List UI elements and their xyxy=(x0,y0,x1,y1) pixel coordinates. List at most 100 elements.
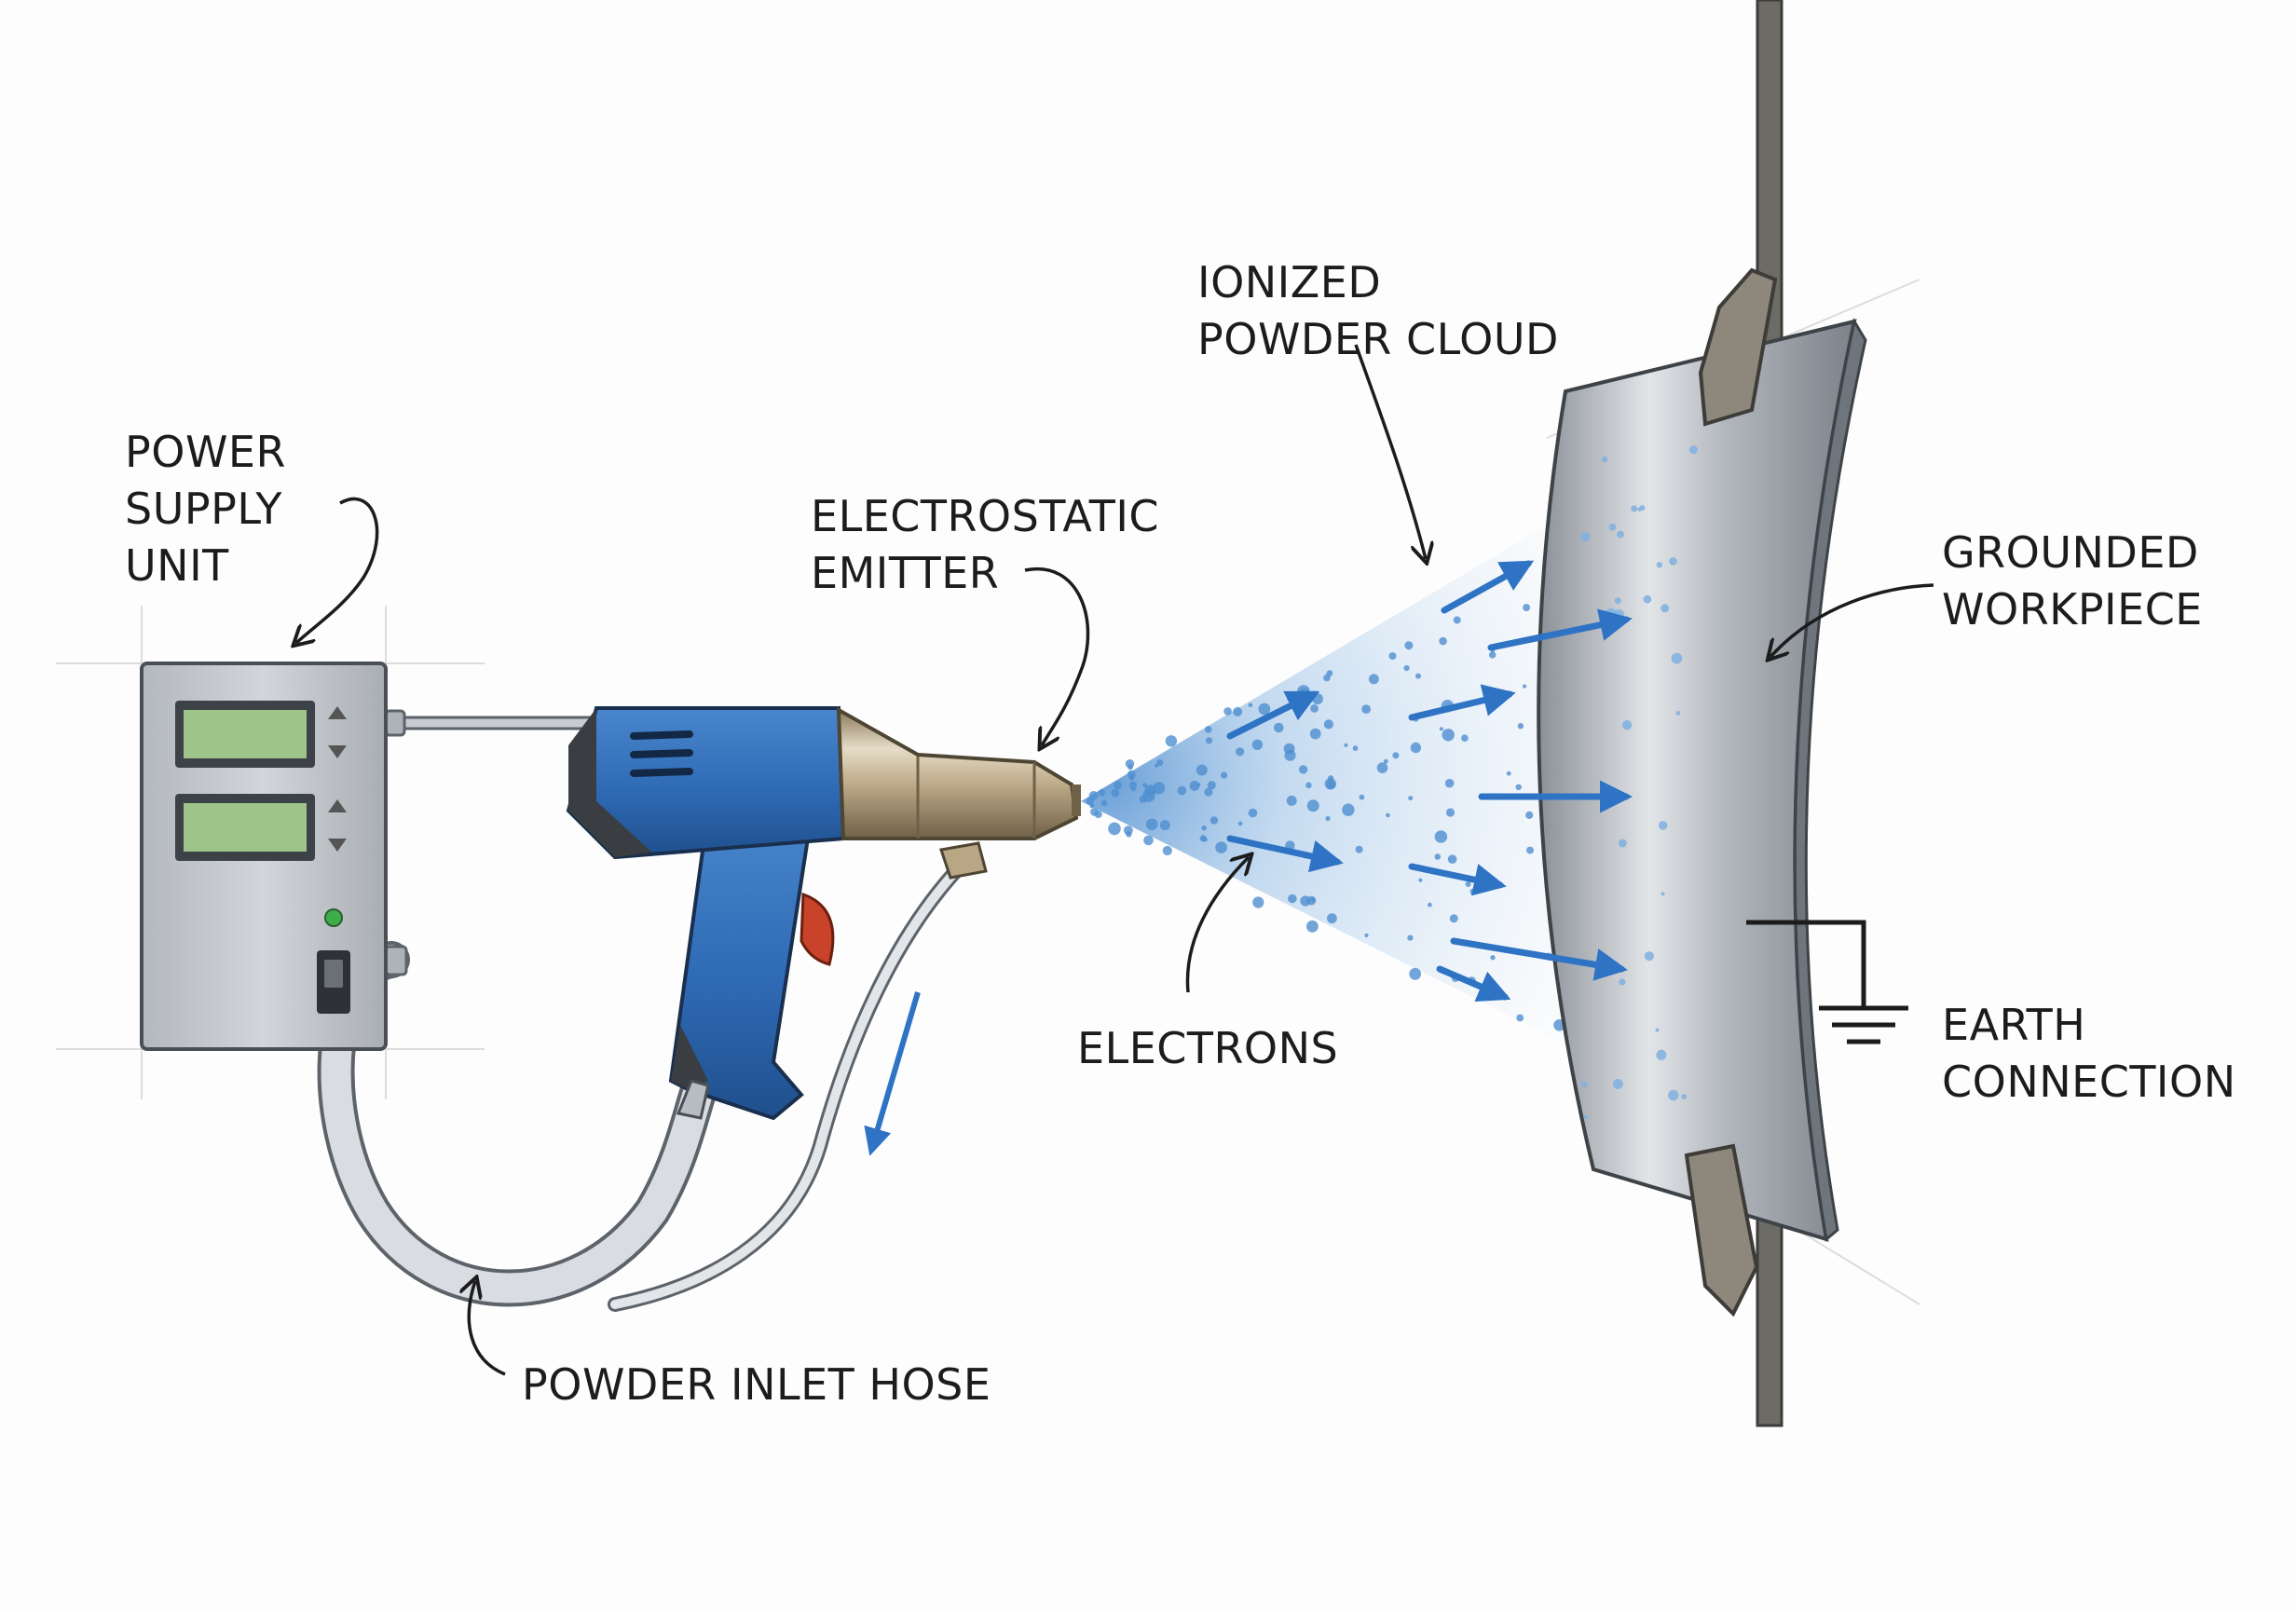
powder-particle xyxy=(1449,914,1458,923)
powder-particle xyxy=(1325,815,1331,822)
powder-particle xyxy=(1444,778,1455,788)
powder-particle xyxy=(1461,734,1469,742)
powder-particle xyxy=(1300,895,1311,907)
powder-particle xyxy=(1309,728,1321,740)
powder-particle xyxy=(1153,782,1166,795)
powder-particle xyxy=(1143,835,1154,846)
powder-particle xyxy=(1344,743,1348,747)
powder-particle xyxy=(1089,803,1095,809)
powder-particle xyxy=(1523,684,1527,689)
deposited-particle xyxy=(1660,604,1670,613)
powder-particle xyxy=(1114,781,1122,790)
powder-particle xyxy=(1288,894,1297,904)
powder-particle xyxy=(1442,729,1455,742)
powder-particle xyxy=(1323,719,1333,730)
emitter-tip xyxy=(1072,785,1081,816)
deposited-particle xyxy=(1614,597,1621,605)
deposited-particle xyxy=(1675,711,1681,716)
deposited-particle xyxy=(1669,557,1677,566)
powder-particle xyxy=(1516,1014,1524,1022)
field-arrow xyxy=(1436,965,1511,1003)
powder-particle xyxy=(1207,781,1216,790)
deposited-particle xyxy=(1688,445,1698,455)
powder-particle xyxy=(1403,665,1410,672)
powder-hose xyxy=(321,945,714,1303)
powder-particle xyxy=(1409,967,1422,980)
body-edge xyxy=(568,801,652,857)
powder-particle xyxy=(1306,799,1319,812)
powder-particle xyxy=(1286,795,1297,806)
powder-particle xyxy=(1204,726,1212,733)
powder-particle xyxy=(1515,784,1522,790)
label-electrons: ELECTRONS xyxy=(1077,1023,1339,1073)
powder-particle xyxy=(1201,825,1207,831)
deposited-particle xyxy=(1644,951,1654,962)
up-down-arrow-icon[interactable] xyxy=(328,706,347,758)
powder-particle xyxy=(1086,797,1095,805)
powder-particle xyxy=(1506,771,1511,776)
powder-particle xyxy=(1310,704,1319,713)
deposited-particle xyxy=(1643,594,1652,604)
powder-particle xyxy=(1305,782,1312,789)
powder-particle xyxy=(1145,818,1158,831)
field-arrow xyxy=(1487,608,1633,651)
power-supply-box xyxy=(140,662,388,1051)
field-arrows xyxy=(1226,560,1633,1003)
label-grounded-workpiece: GROUNDED WORKPIECE xyxy=(1942,527,2203,634)
powder-particle xyxy=(1139,795,1147,803)
bottom-clamp xyxy=(1684,1143,1759,1317)
powder-particle xyxy=(1355,845,1363,853)
field-arrow xyxy=(1226,835,1344,873)
field-arrow xyxy=(1441,560,1535,614)
powder-particle xyxy=(1094,810,1102,819)
deposited-particle xyxy=(1580,532,1591,542)
powder-particle xyxy=(1327,913,1337,924)
powder-particle xyxy=(1236,747,1245,757)
label-ionized-powder-cloud: IONIZED POWDER CLOUD xyxy=(1197,257,1559,364)
powder-particle xyxy=(1142,783,1148,788)
cable-connector xyxy=(384,709,406,737)
nozzle-hose xyxy=(610,853,974,1309)
powder-particle xyxy=(1526,846,1534,854)
vent-slots xyxy=(630,730,693,777)
powder-particle xyxy=(1326,780,1336,790)
powder-particle xyxy=(1196,764,1208,776)
powder-particle xyxy=(1434,853,1442,860)
deposited-particle xyxy=(1658,821,1668,830)
field-arrow xyxy=(1408,684,1516,721)
powder-particle xyxy=(1410,742,1422,754)
deposited-particle xyxy=(1656,562,1663,568)
deposited-particle xyxy=(1619,978,1626,986)
powder-particle xyxy=(1439,727,1443,731)
powder-particle xyxy=(1364,933,1369,938)
powder-particle xyxy=(1328,775,1334,782)
deposited-particle xyxy=(1583,1114,1588,1120)
powder-particle xyxy=(1199,835,1207,842)
powder-particle xyxy=(1248,703,1253,708)
powder-particle xyxy=(1525,811,1534,820)
powder-particle xyxy=(1258,703,1271,716)
hose-fitting xyxy=(676,1079,710,1120)
toggle-switch-icon[interactable] xyxy=(317,950,350,1014)
powder-particle xyxy=(1237,821,1243,826)
electrostatic-emitter-nozzle xyxy=(836,706,1079,840)
deposited-particle xyxy=(1681,1094,1688,1099)
powder-particle xyxy=(1408,796,1414,801)
grip-cap xyxy=(671,1025,708,1090)
powder-particle xyxy=(1439,636,1447,646)
deposited-particle xyxy=(1618,839,1627,848)
deposited-particle xyxy=(1631,505,1638,512)
deposited-particle xyxy=(1608,523,1617,531)
deposited-particle xyxy=(1617,530,1624,539)
powder-particle xyxy=(1177,785,1187,796)
up-down-arrow-icon[interactable] xyxy=(328,799,347,852)
powder-particle xyxy=(1206,737,1213,744)
deposited-particle xyxy=(1621,720,1633,730)
grounded-workpiece xyxy=(1537,267,1867,1317)
deposited-particle xyxy=(1668,1089,1679,1101)
label-electrostatic-emitter: ELECTROSTATIC EMITTER xyxy=(811,491,1160,598)
powder-particle xyxy=(1445,808,1456,817)
powder-particle xyxy=(1376,762,1388,773)
